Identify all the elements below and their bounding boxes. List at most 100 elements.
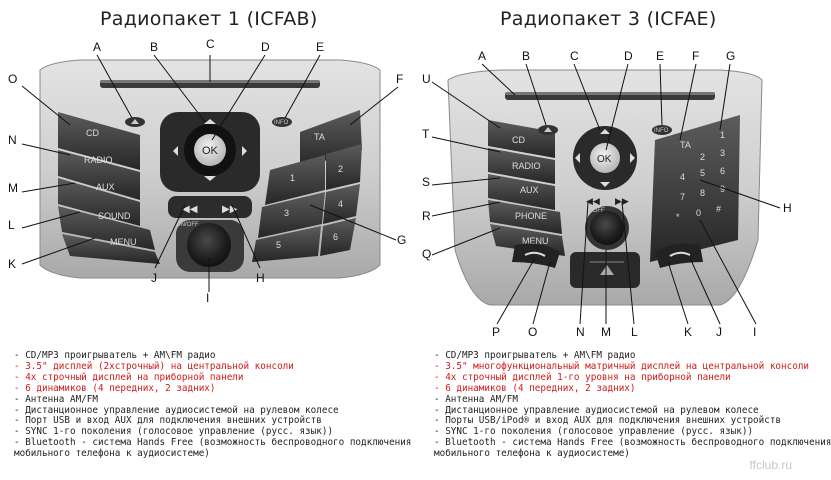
right-feature-item: - SYNC 1-го поколения (голосовое управле… — [434, 426, 754, 438]
right-feature-item: мобильного телефона к аудиосистеме) — [434, 448, 630, 460]
right-feature-item: - Порты USB/iPod® и вход AUX для подключ… — [434, 415, 782, 427]
callout-b-r: B — [522, 49, 530, 63]
callout-u-r: U — [422, 72, 431, 86]
cd-button-r[interactable]: CD — [512, 135, 525, 145]
key-7[interactable]: 7 — [680, 192, 685, 202]
preset-4[interactable]: 4 — [338, 199, 343, 209]
left-feature-item: - CD/MP3 проигрыватель + AM\FM радио — [14, 350, 216, 361]
left-feature-item: - Порт USB и вход AUX для подключения вн… — [14, 415, 322, 427]
callout-a-r: A — [478, 49, 486, 63]
callout-o: O — [8, 72, 17, 86]
aux-button-r[interactable]: AUX — [520, 185, 539, 195]
ta-button[interactable]: TA — [314, 132, 325, 142]
preset-2[interactable]: 2 — [338, 164, 343, 174]
ok-button[interactable] — [194, 134, 226, 166]
hazard-icon[interactable] — [600, 265, 614, 275]
eject-icon-r — [544, 127, 552, 132]
seek-back-icon-r[interactable]: ◀◀ — [586, 196, 600, 206]
onoff-label-r: ON/OFF — [582, 208, 605, 214]
left-panel-title: Радиопакет 1 (ICFAB) — [100, 8, 318, 30]
callout-g-r: G — [726, 49, 735, 63]
left-feature-item: мобильного телефона к аудиосистеме) — [14, 448, 210, 460]
left-leader-lines — [21, 54, 399, 292]
callout-e-r: E — [656, 49, 664, 63]
key-3[interactable]: 3 — [720, 148, 725, 158]
key-1[interactable]: 1 — [720, 130, 725, 140]
callout-g: G — [397, 233, 406, 247]
right-arrow-icon-r[interactable] — [630, 153, 635, 163]
key-8[interactable]: 8 — [700, 188, 705, 198]
radio-button[interactable]: RADIO — [84, 155, 113, 165]
preset-5[interactable]: 5 — [276, 240, 281, 250]
call-end-button[interactable] — [655, 243, 703, 268]
seek-back-icon[interactable]: ◀◀ — [182, 204, 198, 215]
ok-button-r[interactable] — [590, 143, 620, 173]
key-9[interactable]: 9 — [720, 184, 725, 194]
left-feature-item: - Bluetooth - система Hands Free (возмож… — [14, 437, 412, 449]
up-arrow-icon[interactable] — [204, 119, 216, 124]
down-arrow-icon[interactable] — [204, 176, 216, 181]
callout-m-r: M — [601, 325, 611, 339]
down-arrow-icon-r[interactable] — [600, 182, 610, 187]
onoff-label: ON/OFF — [176, 222, 199, 228]
right-feature-item: - CD/MP3 проигрыватель + AM\FM радио — [434, 350, 636, 361]
info-button[interactable] — [272, 117, 292, 127]
key-6[interactable]: 6 — [720, 166, 725, 176]
info-button-r[interactable] — [652, 125, 672, 135]
callout-i: I — [206, 291, 209, 305]
seek-forward-icon[interactable]: ▶▶ — [222, 204, 238, 215]
left-feature-item: - Антенна АМ/FM — [14, 393, 98, 405]
info-label: INFO — [274, 120, 289, 126]
preset-3[interactable]: 3 — [284, 208, 289, 218]
left-radio-panel: CD RADIO AUX SOUND MENU OK ◀◀ ▶▶ ON/OFF … — [8, 37, 406, 305]
left-arrow-icon[interactable] — [173, 146, 178, 156]
right-feature-item: - Антенна АМ/FM — [434, 393, 518, 405]
callout-d: D — [261, 40, 270, 54]
sound-button[interactable]: SOUND — [98, 211, 131, 221]
cd-button[interactable]: CD — [86, 128, 99, 138]
right-feature-item: - Дистанционное управление аудиосистемой… — [434, 404, 759, 416]
menu-button-r[interactable]: MENU — [522, 236, 549, 246]
key-hash[interactable]: # — [716, 204, 721, 214]
preset-1[interactable]: 1 — [290, 173, 295, 183]
callout-f: F — [396, 72, 403, 86]
volume-knob-r[interactable] — [590, 211, 624, 245]
right-feature-item: - 6 динамиков (4 передних, 2 задних) — [434, 382, 636, 394]
key-4[interactable]: 4 — [680, 172, 685, 182]
hangup-icon — [669, 251, 691, 257]
seek-forward-icon-r[interactable]: ▶▶ — [615, 196, 629, 206]
callout-n-r: N — [576, 325, 585, 339]
right-feature-item: - 4х строчный дисплей 1-го уровня на при… — [434, 371, 731, 383]
call-answer-button[interactable] — [512, 243, 560, 268]
callout-a: A — [93, 40, 101, 54]
volume-knob[interactable] — [187, 223, 231, 267]
up-arrow-icon-r[interactable] — [600, 129, 610, 134]
callout-d-r: D — [624, 49, 633, 63]
eject-icon — [131, 119, 139, 124]
phone-icon — [524, 251, 546, 257]
menu-button[interactable]: MENU — [110, 237, 137, 247]
right-arrow-icon[interactable] — [242, 146, 247, 156]
keypad — [650, 115, 740, 262]
left-arrow-icon-r[interactable] — [575, 153, 580, 163]
key-2[interactable]: 2 — [700, 152, 705, 162]
callout-l-r: L — [631, 325, 638, 339]
left-feature-item: - 3.5" дисплей (2хстрочный) на центральн… — [14, 360, 294, 372]
callout-j-r: J — [716, 325, 722, 339]
key-star[interactable]: * — [676, 212, 680, 222]
aux-button[interactable]: AUX — [96, 182, 115, 192]
right-leader-lines — [431, 63, 781, 325]
callout-o-r: O — [528, 325, 537, 339]
key-0[interactable]: 0 — [696, 208, 701, 218]
phone-button-r[interactable]: PHONE — [515, 211, 547, 221]
callout-f-r: F — [692, 49, 699, 63]
ta-button-r[interactable]: TA — [680, 140, 691, 150]
right-feature-item: - Bluetooth - система Hands Free (возмож… — [434, 437, 831, 449]
callout-s-r: S — [422, 175, 430, 189]
callout-b: B — [150, 40, 158, 54]
left-feature-item: - 6 динамиков (4 передних, 2 задних) — [14, 382, 216, 394]
preset-6[interactable]: 6 — [333, 232, 338, 242]
key-5[interactable]: 5 — [700, 168, 705, 178]
callout-k: K — [8, 257, 16, 271]
radio-button-r[interactable]: RADIO — [512, 161, 541, 171]
